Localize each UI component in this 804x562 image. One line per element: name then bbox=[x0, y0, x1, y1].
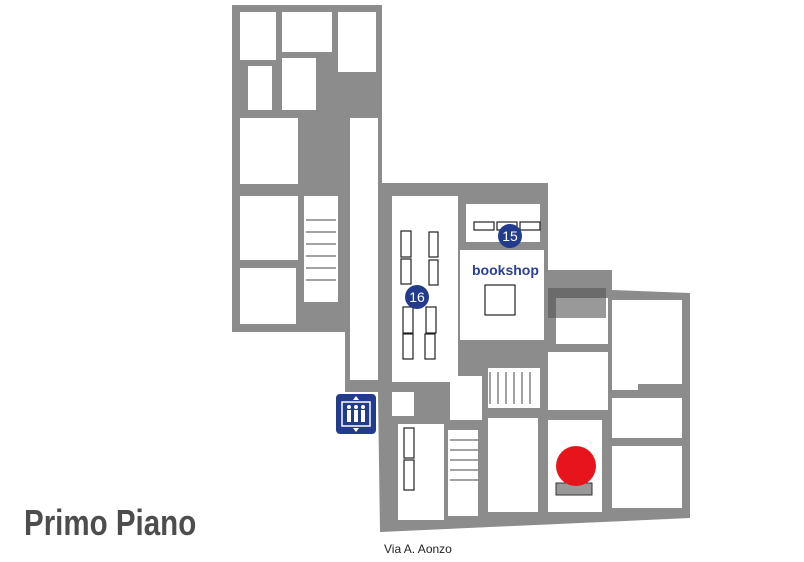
exhibit-marker-15[interactable]: 15 bbox=[498, 224, 522, 248]
current-location-dot bbox=[556, 446, 596, 486]
street-label: Via A. Aonzo bbox=[384, 542, 452, 556]
exhibit-marker-16[interactable]: 16 bbox=[405, 285, 429, 309]
elevator-icon[interactable] bbox=[336, 394, 376, 434]
grille-area bbox=[548, 288, 606, 318]
stairs bbox=[306, 219, 531, 481]
display-cases bbox=[400, 221, 541, 491]
bookshop-label: bookshop bbox=[472, 262, 539, 278]
floor-title: Primo Piano bbox=[24, 502, 197, 543]
